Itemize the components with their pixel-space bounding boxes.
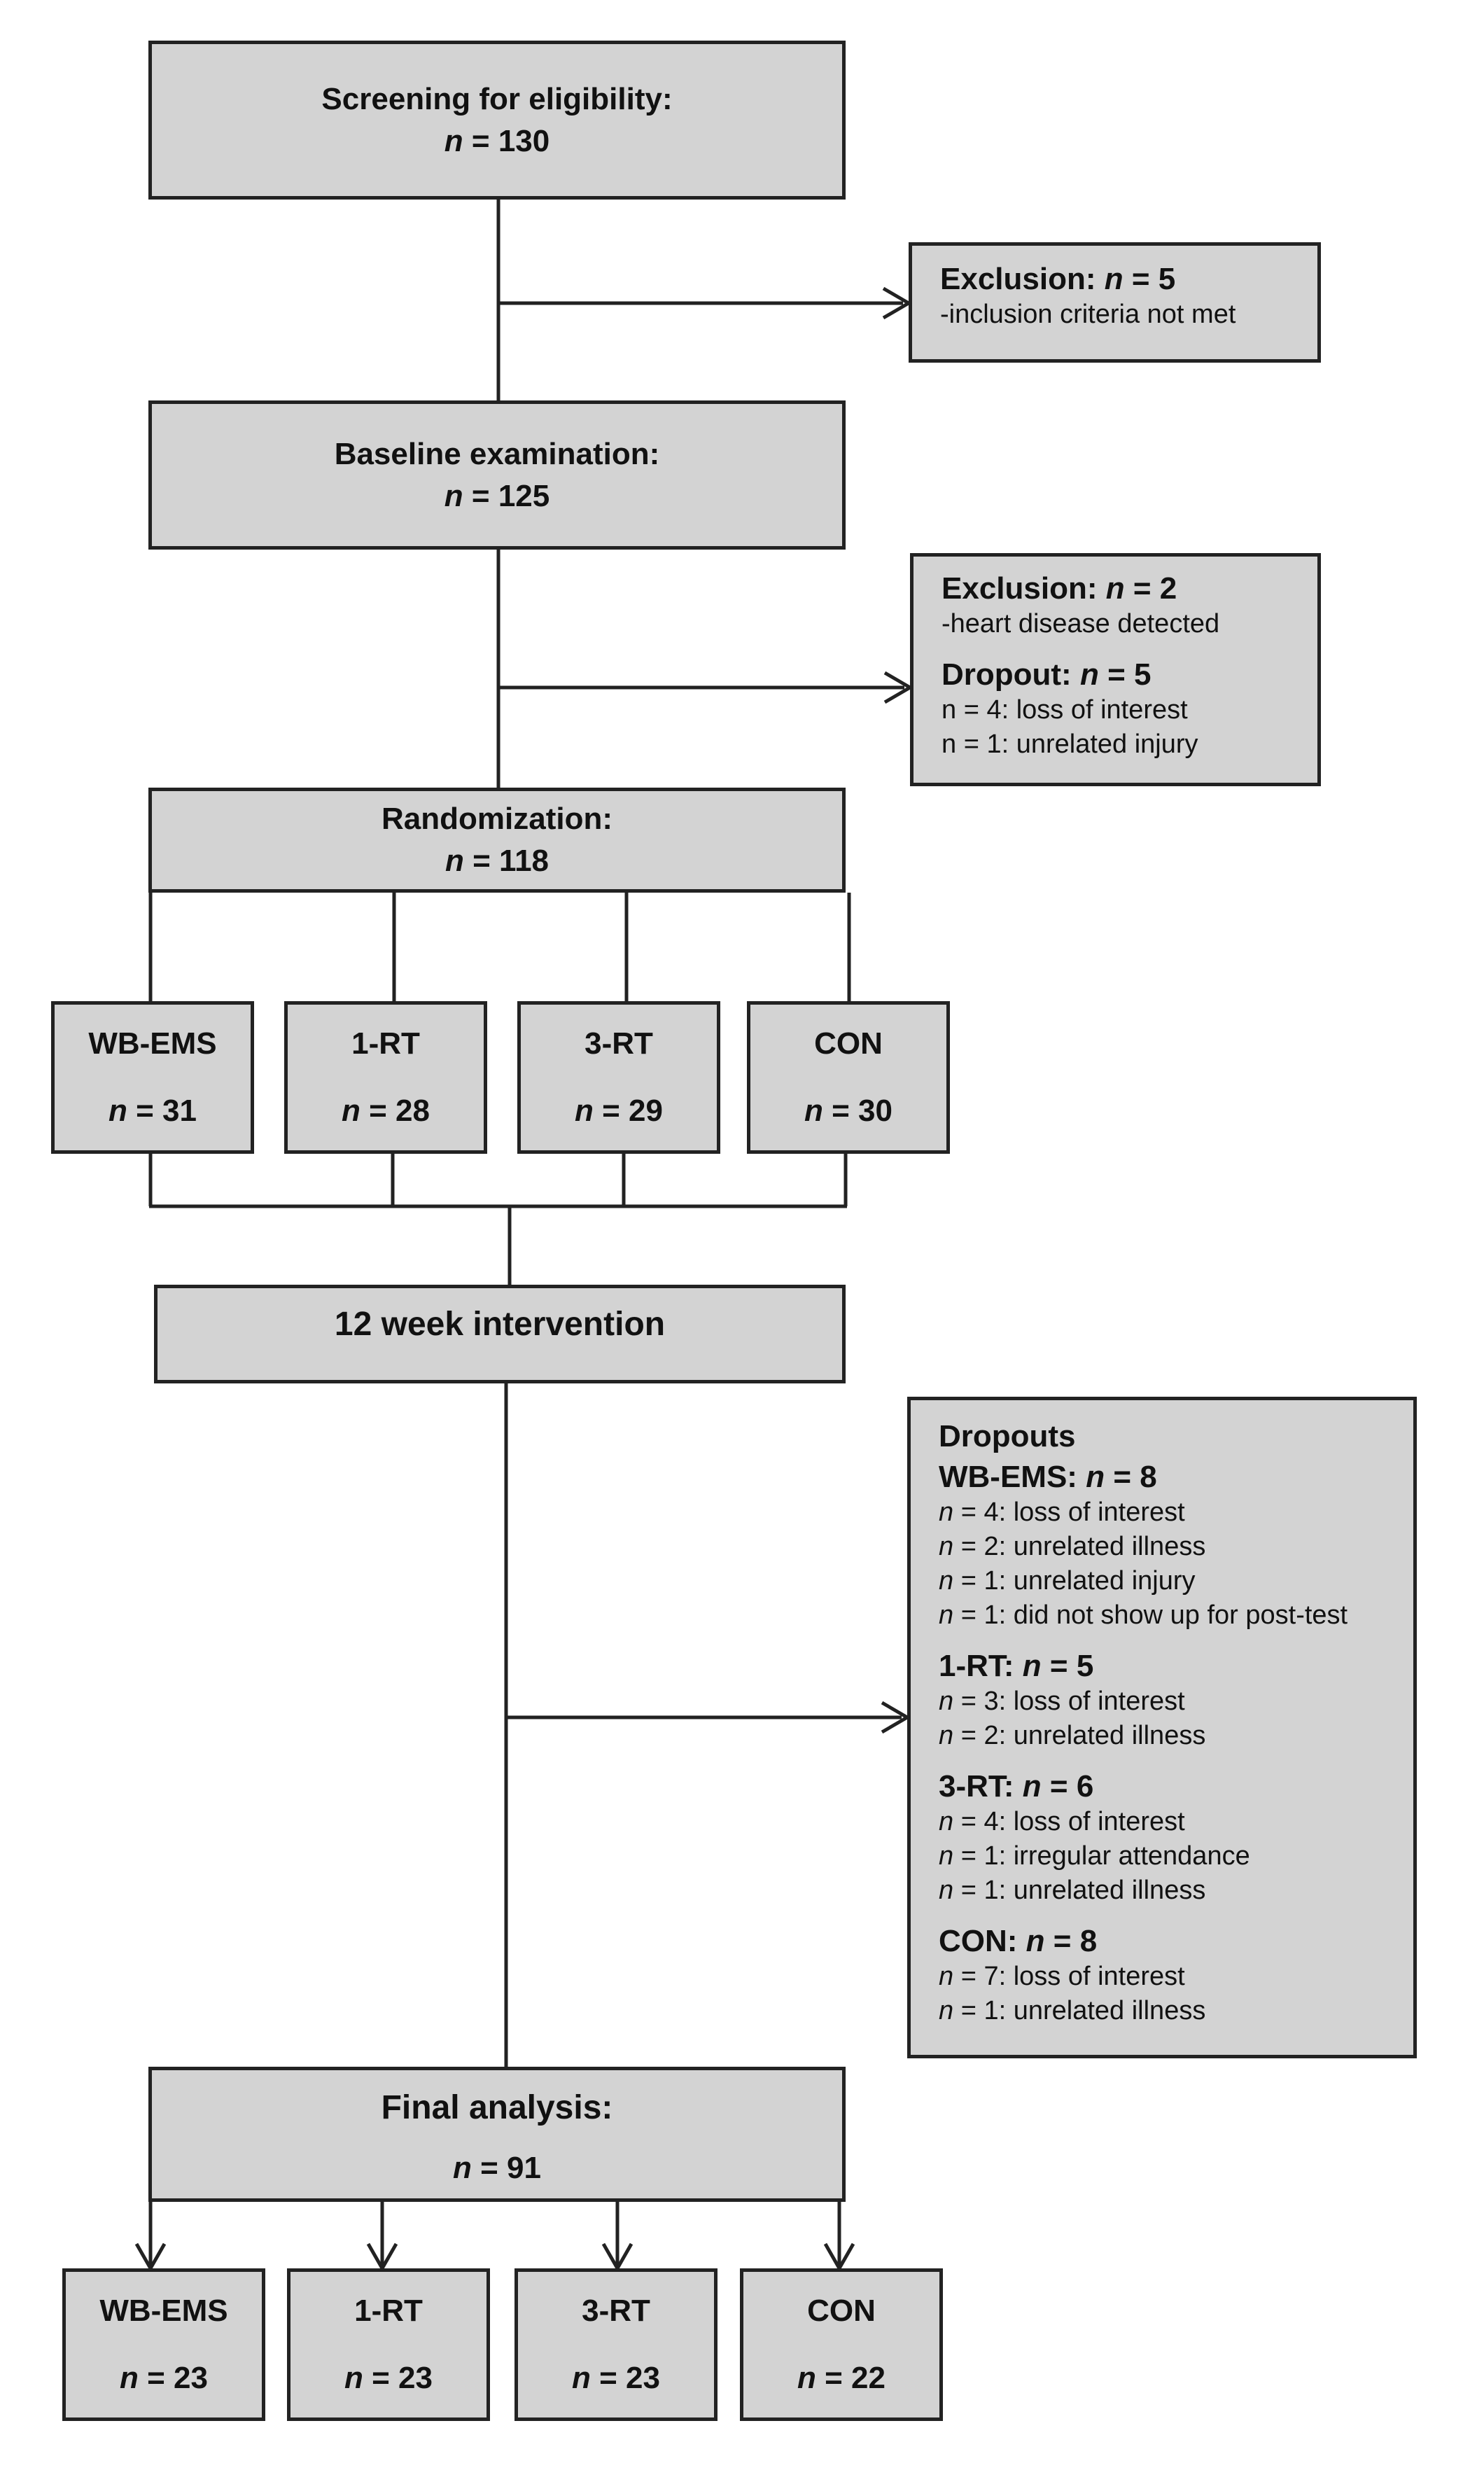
randomization-count-line: n = 118 (444, 844, 550, 878)
dropout1-heading: Dropout: n = 5 (941, 657, 1152, 692)
dropouts-item: n = 1: unrelated illness (939, 1876, 1206, 1905)
exclusion1-box: Exclusion: n = 5 -inclusion criteria not… (909, 242, 1321, 363)
dropouts-group-heading: WB-EMS: n = 8 (939, 1460, 1157, 1494)
dropouts-group-heading: 1-RT: n = 5 (939, 1649, 1094, 1683)
final-group-box-1rt: 1-RT n = 23 (287, 2268, 490, 2421)
screening-count-line: n = 130 (444, 123, 550, 158)
group-box-3rt: 3-RT n = 29 (517, 1001, 720, 1154)
baseline-box: Baseline examination: n = 125 (148, 400, 846, 550)
intervention-title: 12 week intervention (334, 1306, 666, 1343)
final-group-box-con: CON n = 22 (740, 2268, 943, 2421)
final-group-count-line: n = 23 (572, 2361, 660, 2395)
group-count-line: n = 30 (804, 1094, 892, 1128)
dropouts-item: n = 3: loss of interest (939, 1687, 1185, 1716)
final-count-line: n = 91 (453, 2151, 541, 2185)
group-count-line: n = 28 (342, 1094, 430, 1128)
dropouts-item: n = 4: loss of interest (939, 1498, 1185, 1527)
final-group-count-line: n = 23 (344, 2361, 433, 2395)
final-group-box-wbems: WB-EMS n = 23 (62, 2268, 265, 2421)
exclusion1-detail: -inclusion criteria not met (940, 300, 1236, 329)
final-group-box-3rt: 3-RT n = 23 (514, 2268, 718, 2421)
dropouts-group-heading: CON: n = 8 (939, 1924, 1098, 1958)
dropouts-item: n = 1: did not show up for post-test (939, 1600, 1348, 1630)
dropouts-item: n = 4: loss of interest (939, 1807, 1185, 1836)
exclusion2-dropout-box: Exclusion: n = 2 -heart disease detected… (910, 553, 1321, 786)
intervention-box: 12 week intervention (154, 1285, 846, 1383)
group-count-line: n = 31 (108, 1094, 197, 1128)
group-name: 3-RT (584, 1026, 653, 1061)
final-box: Final analysis: n = 91 (148, 2067, 846, 2202)
dropouts-item: n = 2: unrelated illness (939, 1721, 1206, 1750)
dropout1-item: n = 1: unrelated injury (941, 730, 1198, 759)
screening-title: Screening for eligibility: (321, 81, 673, 116)
dropouts-group-heading: 3-RT: n = 6 (939, 1769, 1094, 1803)
group-box-wbems: WB-EMS n = 31 (51, 1001, 254, 1154)
group-name: 1-RT (351, 1026, 420, 1061)
final-group-name: 3-RT (582, 2294, 650, 2328)
group-box-con: CON n = 30 (747, 1001, 950, 1154)
final-group-name: WB-EMS (99, 2294, 228, 2328)
group-name: WB-EMS (88, 1026, 217, 1061)
screening-box: Screening for eligibility: n = 130 (148, 41, 846, 200)
dropouts-item: n = 2: unrelated illness (939, 1532, 1206, 1561)
dropout1-item: n = 4: loss of interest (941, 695, 1188, 725)
dropouts-box: Dropouts WB-EMS: n = 8 n = 4: loss of in… (907, 1397, 1417, 2058)
baseline-title: Baseline examination: (334, 436, 660, 471)
dropouts-item: n = 1: unrelated injury (939, 1566, 1196, 1596)
final-group-name: CON (807, 2294, 876, 2328)
exclusion2-heading: Exclusion: n = 2 (941, 571, 1177, 606)
baseline-count-line: n = 125 (444, 478, 550, 513)
group-name: CON (814, 1026, 883, 1061)
exclusion2-detail: -heart disease detected (941, 609, 1220, 639)
dropouts-title: Dropouts (939, 1419, 1076, 1453)
final-group-count-line: n = 22 (797, 2361, 886, 2395)
group-count-line: n = 29 (575, 1094, 663, 1128)
randomization-box: Randomization: n = 118 (148, 788, 846, 893)
dropouts-item: n = 1: unrelated illness (939, 1996, 1206, 2025)
final-title: Final analysis: (381, 2089, 613, 2126)
dropouts-item: n = 1: irregular attendance (939, 1841, 1250, 1871)
dropouts-item: n = 7: loss of interest (939, 1962, 1185, 1991)
final-group-name: 1-RT (354, 2294, 423, 2328)
group-box-1rt: 1-RT n = 28 (284, 1001, 487, 1154)
exclusion1-heading: Exclusion: n = 5 (940, 262, 1176, 296)
final-group-count-line: n = 23 (120, 2361, 208, 2395)
randomization-title: Randomization: (382, 802, 612, 836)
